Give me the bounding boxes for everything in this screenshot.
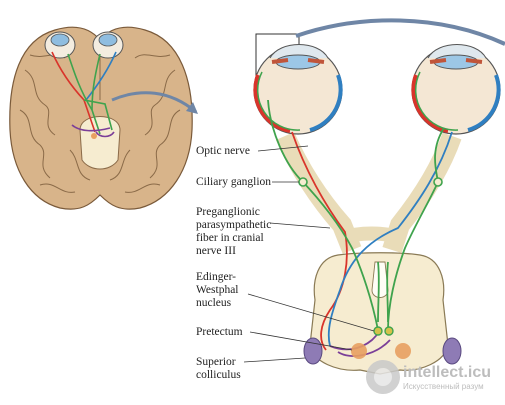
- afferent-red: [291, 131, 348, 351]
- left-ciliary-ganglion: [298, 177, 308, 187]
- left-iris: [271, 58, 325, 64]
- label-preganglionic-fiber: Preganglionic parasympathetic fiber in c…: [196, 206, 272, 257]
- leader-edinger-westphal: [247, 293, 375, 332]
- magnifier-swoosh: [295, 18, 505, 46]
- afferent-blue: [327, 131, 453, 347]
- left-retina-blue: [309, 74, 343, 132]
- label-superior-colliculus: Superior colliculus: [196, 356, 241, 381]
- leader-preganglionic: [269, 222, 331, 229]
- leader-superior-colliculus: [243, 357, 306, 363]
- leader-lines: [243, 145, 375, 363]
- right-iris: [429, 58, 483, 64]
- right-eye: [411, 44, 501, 135]
- optic-tracts: [275, 131, 462, 254]
- right-superior-colliculus: [442, 337, 462, 365]
- left-eye: [253, 44, 343, 135]
- right-ciliary-ganglion: [433, 177, 443, 187]
- right-retina-blue: [467, 74, 501, 132]
- inset-eyes: [44, 31, 124, 59]
- efferent-green: [267, 99, 445, 331]
- brain-inset: [9, 26, 193, 210]
- label-optic-nerve: Optic nerve: [196, 145, 250, 157]
- inset-pathways: [51, 51, 117, 138]
- right-retina-red: [411, 74, 449, 133]
- zoom-arrowhead: [186, 102, 198, 114]
- inset-right-eye-iris: [98, 33, 118, 47]
- right-cornea: [427, 44, 487, 59]
- left-edinger-westphal-nucleus: [373, 326, 383, 336]
- zoom-arrow: [111, 91, 197, 114]
- right-pretectum: [395, 343, 411, 359]
- right-edinger-westphal-nucleus: [384, 326, 394, 336]
- left-cornea: [269, 44, 329, 59]
- right-retina-green: [414, 71, 459, 131]
- watermark-logo-icon: [366, 360, 400, 394]
- leader-pretectum: [249, 331, 353, 351]
- inset-left-eye-iris: [50, 33, 70, 47]
- left-retina-green: [256, 71, 301, 131]
- watermark-tagline: Искусственный разум: [403, 382, 484, 391]
- label-pretectum: Pretectum: [196, 326, 243, 338]
- left-superior-colliculus: [303, 337, 323, 365]
- watermark-name: intellect.icu: [403, 364, 492, 381]
- brainstem-inset: [79, 116, 121, 170]
- brain-gyri: [19, 40, 181, 193]
- inset-nucleus: [91, 133, 97, 139]
- label-edinger-westphal-nucleus: Edinger- Westphal nucleus: [196, 271, 239, 309]
- label-ciliary-ganglion: Ciliary ganglion: [196, 176, 272, 188]
- left-pretectum: [351, 343, 367, 359]
- left-retina-red: [253, 74, 291, 133]
- leader-optic-nerve: [257, 145, 309, 152]
- aqueduct: [371, 261, 389, 298]
